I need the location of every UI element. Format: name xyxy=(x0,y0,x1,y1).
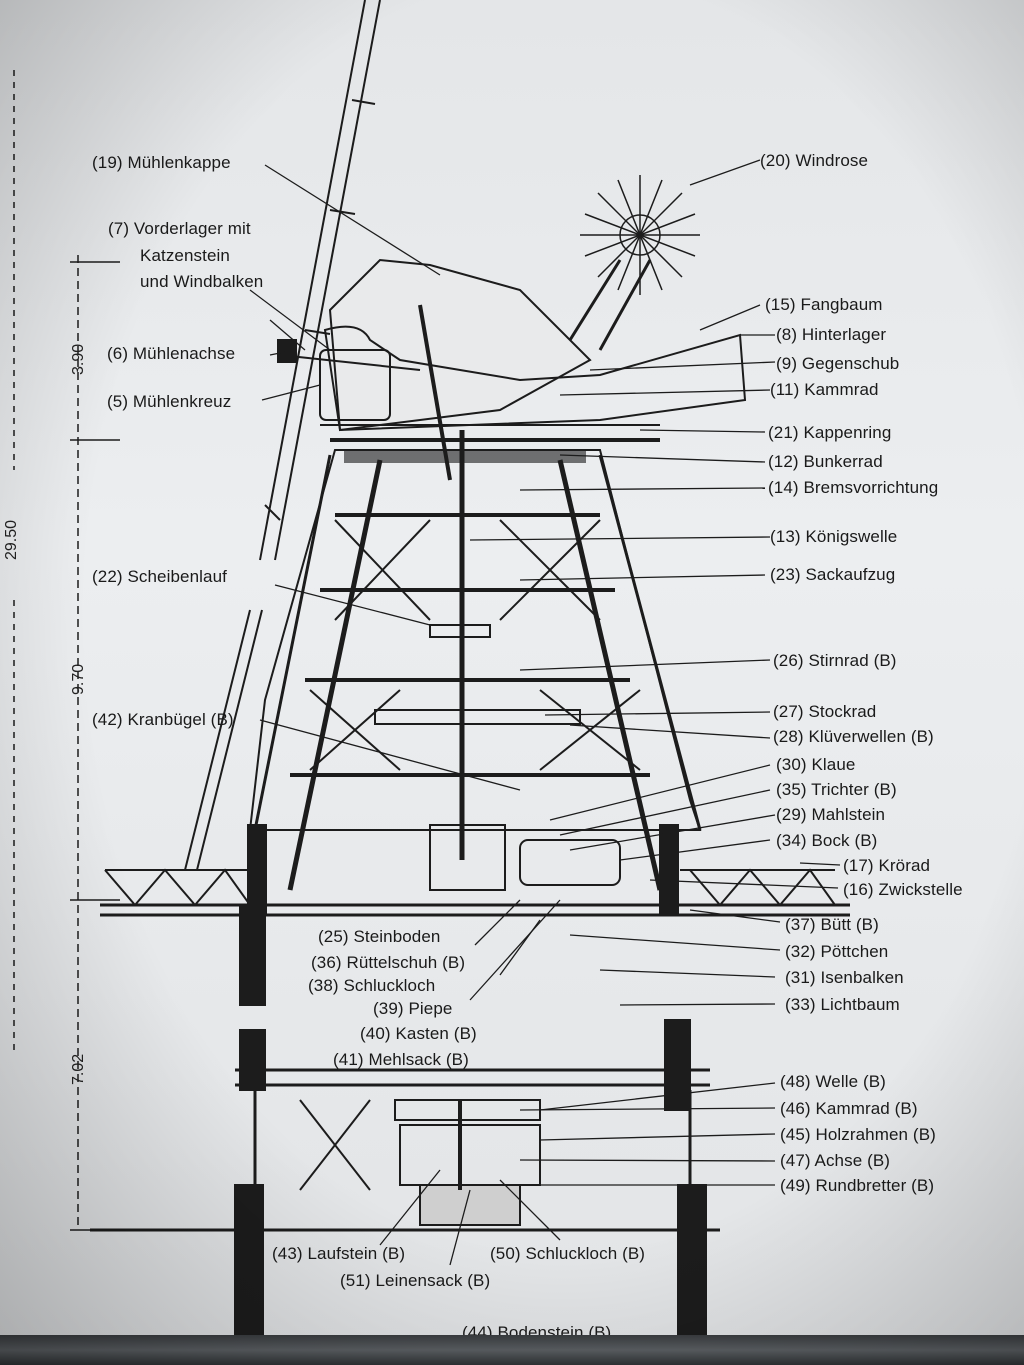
label-stockrad: (27) Stockrad xyxy=(773,702,877,721)
label-leinensack: (51) Leinensack (B) xyxy=(340,1271,491,1290)
label-kappenring: (21) Kappenring xyxy=(768,423,892,442)
label-sackaufzug: (23) Sackaufzug xyxy=(770,565,896,584)
label-schluckloch-50: (50) Schluckloch (B) xyxy=(490,1244,646,1263)
label-bodenstein: (44) Bodenstein (B) xyxy=(462,1323,612,1335)
label-muehlenkreuz: (5) Mühlenkreuz xyxy=(107,392,232,411)
dimension-lower: 7.02 xyxy=(70,1053,87,1085)
dimension-cap: 3.90 xyxy=(70,343,87,375)
label-muehlenachse: (6) Mühlenachse xyxy=(107,344,236,363)
label-kroerad: (17) Krörad xyxy=(843,856,931,875)
label-mehlsack: (41) Mehlsack (B) xyxy=(333,1050,469,1069)
gallery xyxy=(100,824,850,917)
label-kammrad-46: (46) Kammrad (B) xyxy=(780,1099,918,1118)
label-gegenschub: (9) Gegenschub xyxy=(776,354,900,373)
label-vorderlager-1: (7) Vorderlager mit xyxy=(108,219,251,238)
label-rundbretter: (49) Rundbretter (B) xyxy=(780,1176,935,1195)
label-achse: (47) Achse (B) xyxy=(780,1151,891,1170)
label-kranbuegel: (42) Kranbügel (B) xyxy=(92,710,234,729)
label-fangbaum: (15) Fangbaum xyxy=(765,295,883,314)
leader-lines xyxy=(249,159,841,1266)
sail-arms xyxy=(184,0,381,871)
lower-structure xyxy=(90,904,720,1336)
label-vorderlager-2: Katzenstein xyxy=(140,246,230,265)
label-mahlstein: (29) Mahlstein xyxy=(776,805,886,824)
dimension-line xyxy=(13,70,120,1231)
windrose xyxy=(568,175,700,351)
dimension-total: 29.50 xyxy=(3,519,20,560)
label-muehlenkappe: (19) Mühlenkappe xyxy=(92,153,231,172)
label-poettchen: (32) Pöttchen xyxy=(785,942,889,961)
dimension-middle: 9.70 xyxy=(70,663,87,695)
cap xyxy=(277,258,747,481)
label-steinboden: (25) Steinboden xyxy=(318,927,441,946)
label-bunkerrad: (12) Bunkerrad xyxy=(768,452,883,471)
label-welle: (48) Welle (B) xyxy=(780,1072,886,1091)
mill-body xyxy=(248,430,702,891)
label-buett: (37) Bütt (B) xyxy=(785,915,879,934)
label-zwickstelle: (16) Zwickstelle xyxy=(843,880,963,899)
label-kammrad-11: (11) Kammrad xyxy=(770,380,879,399)
label-bock: (34) Bock (B) xyxy=(776,831,878,850)
label-hinterlager: (8) Hinterlager xyxy=(776,325,887,344)
label-trichter: (35) Trichter (B) xyxy=(776,780,897,799)
label-stirnrad: (26) Stirnrad (B) xyxy=(773,651,897,670)
label-laufstein: (43) Laufstein (B) xyxy=(272,1244,406,1263)
label-isenbalken: (31) Isenbalken xyxy=(785,968,904,987)
label-kasten: (40) Kasten (B) xyxy=(360,1024,477,1043)
label-ruettelschuh: (36) Rüttelschuh (B) xyxy=(311,953,466,972)
label-bremsvorrichtung: (14) Bremsvorrichtung xyxy=(768,478,939,497)
label-scheibenlauf: (22) Scheibenlauf xyxy=(92,567,227,586)
label-piepe: (39) Piepe xyxy=(373,999,453,1018)
label-holzrahmen: (45) Holzrahmen (B) xyxy=(780,1125,936,1144)
label-klaue: (30) Klaue xyxy=(776,755,856,774)
label-schluckloch-38: (38) Schluckloch xyxy=(308,976,436,995)
label-vorderlager-3: und Windbalken xyxy=(140,272,264,291)
label-koenigswelle: (13) Königswelle xyxy=(770,527,898,546)
label-lichtbaum: (33) Lichtbaum xyxy=(785,995,900,1014)
label-windrose: (20) Windrose xyxy=(760,151,869,170)
frame-bottom-edge xyxy=(0,1335,1024,1365)
label-kluverwellen: (28) Klüverwellen (B) xyxy=(773,727,934,746)
